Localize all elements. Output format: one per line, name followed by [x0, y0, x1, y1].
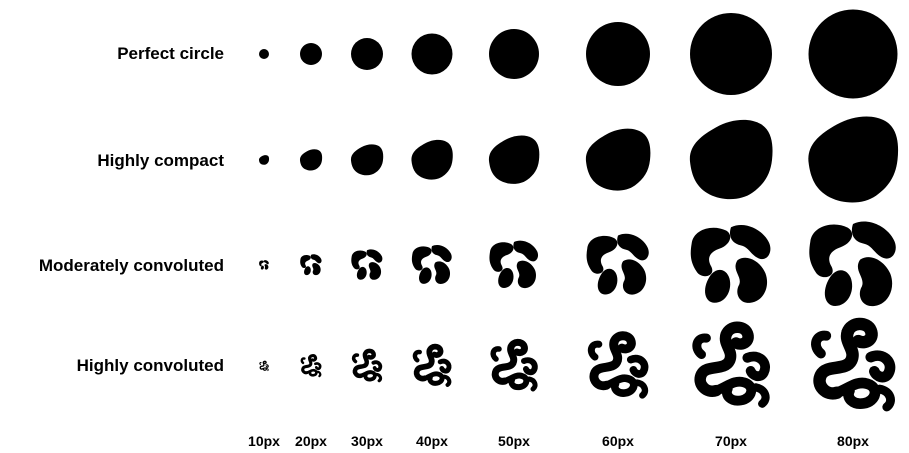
- circle-80px: [809, 10, 898, 99]
- column-label-50px: 50px: [498, 433, 530, 449]
- moderately-convoluted-blob-40px: [412, 245, 452, 284]
- column-label-60px: 60px: [602, 433, 634, 449]
- column-label-30px: 30px: [351, 433, 383, 449]
- compact-blob-80px: [808, 116, 898, 202]
- compact-blob-60px: [586, 129, 651, 191]
- highly-convoluted-blob-50px: [493, 342, 535, 389]
- moderately-convoluted-blob-80px: [809, 222, 895, 307]
- moderately-convoluted-blob-60px: [587, 234, 649, 295]
- circle-60px: [586, 22, 650, 86]
- highly-convoluted-blob-10px: [260, 361, 268, 370]
- highly-convoluted-blob-40px: [415, 347, 449, 385]
- compact-blob-30px: [351, 144, 383, 175]
- shape-grid: [0, 0, 909, 430]
- circle-70px: [690, 13, 772, 95]
- compact-blob-20px: [300, 149, 322, 170]
- moderately-convoluted-blob-50px: [489, 241, 538, 289]
- column-label-40px: 40px: [416, 433, 448, 449]
- moderately-convoluted-blob-70px: [691, 225, 771, 303]
- compact-blob-40px: [411, 140, 452, 180]
- circle-20px: [300, 43, 322, 65]
- circle-40px: [412, 34, 453, 75]
- compact-blob-10px: [259, 155, 269, 165]
- moderately-convoluted-blob-10px: [259, 260, 269, 270]
- highly-convoluted-blob-70px: [697, 327, 766, 403]
- circle-30px: [351, 38, 383, 70]
- moderately-convoluted-blob-30px: [351, 249, 382, 279]
- compact-blob-70px: [690, 120, 773, 199]
- highly-convoluted-blob-80px: [816, 324, 891, 407]
- moderately-convoluted-blob-20px: [300, 254, 321, 275]
- column-label-10px: 10px: [248, 433, 280, 449]
- highly-convoluted-blob-20px: [302, 356, 320, 377]
- column-label-20px: 20px: [295, 433, 327, 449]
- highly-convoluted-blob-60px: [591, 336, 645, 396]
- circle-50px: [489, 29, 539, 79]
- compact-blob-50px: [489, 136, 539, 184]
- circle-10px: [259, 49, 269, 59]
- highly-convoluted-blob-30px: [354, 351, 381, 381]
- column-label-70px: 70px: [715, 433, 747, 449]
- column-label-80px: 80px: [837, 433, 869, 449]
